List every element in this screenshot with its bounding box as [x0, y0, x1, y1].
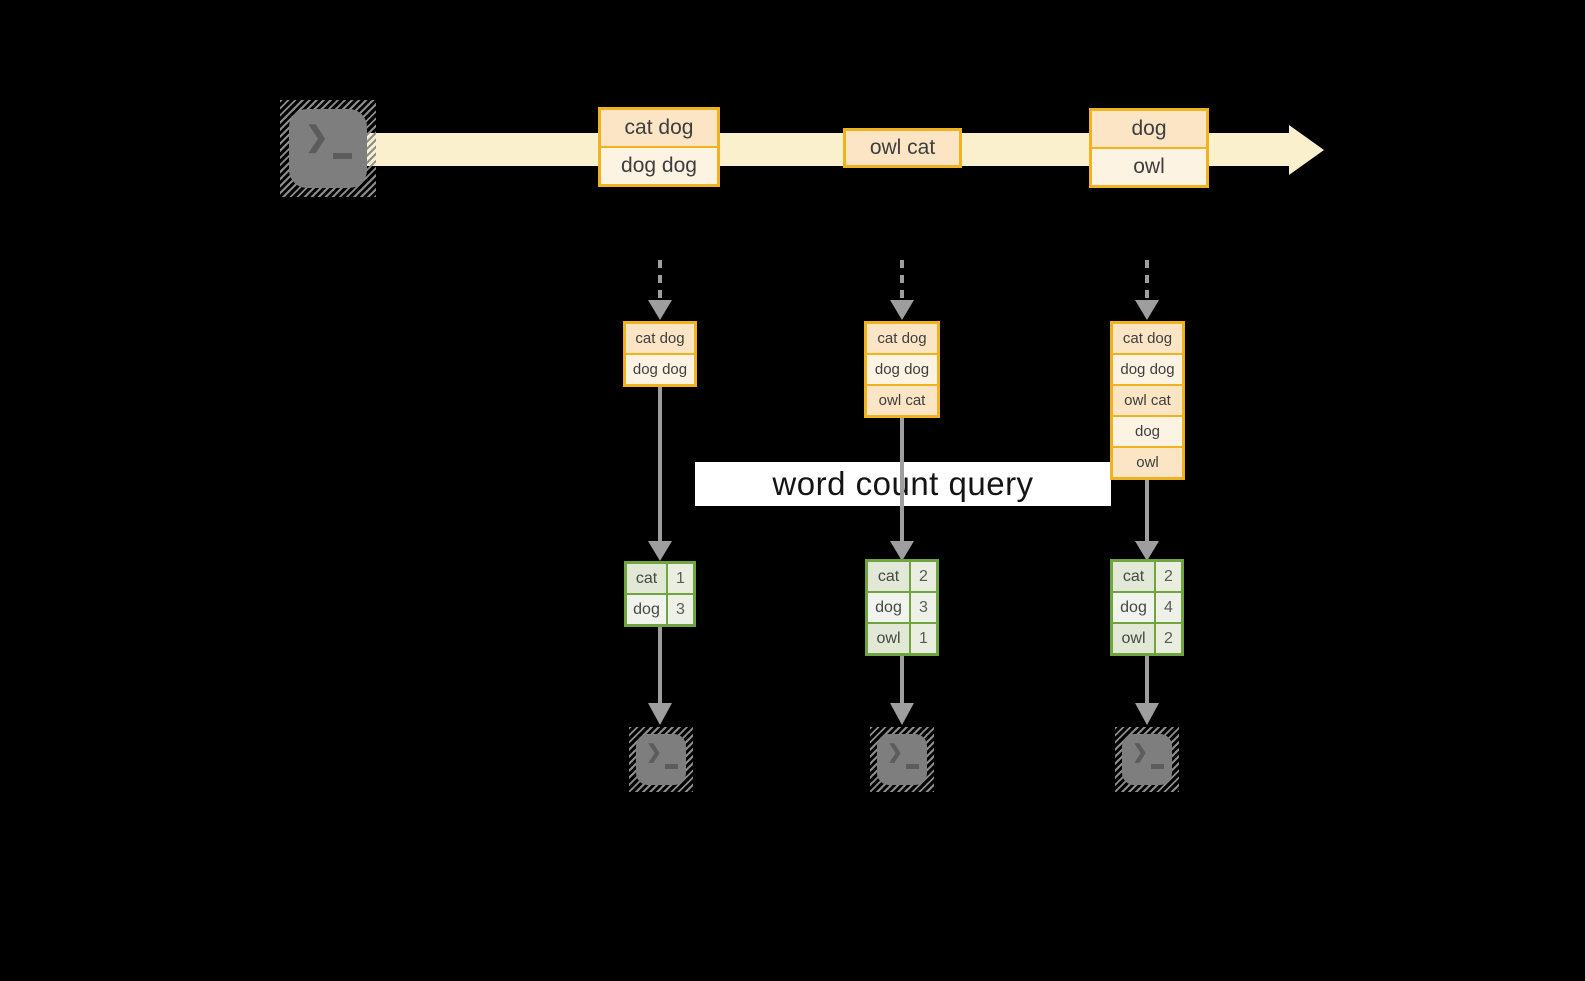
count-word: owl	[868, 624, 909, 653]
state-record: owl	[1113, 448, 1182, 477]
arrowhead-icon	[648, 541, 672, 561]
count-word: dog	[627, 595, 666, 624]
dashed-arrow-shaft	[1145, 260, 1149, 302]
count-value: 1	[911, 624, 936, 653]
state-record: cat dog	[626, 324, 694, 353]
count-value: 1	[668, 564, 693, 593]
count-table-2: cat 2 dog 3 owl 1	[865, 559, 939, 656]
state-record: cat dog	[1113, 324, 1182, 353]
arrowhead-icon	[890, 703, 914, 725]
count-word: dog	[868, 593, 909, 622]
count-word: cat	[627, 564, 666, 593]
count-table-1: cat 1 dog 3	[624, 561, 696, 627]
prompt-chevron-icon: ❯	[305, 121, 329, 152]
state-record: dog dog	[867, 355, 937, 384]
arrow-shaft	[658, 386, 662, 543]
count-value: 2	[911, 562, 936, 591]
arrowhead-icon	[648, 703, 672, 725]
count-value: 4	[1156, 593, 1181, 622]
dashed-arrowhead-icon	[1135, 300, 1159, 320]
count-value: 2	[1156, 562, 1181, 591]
count-table-3: cat 2 dog 4 owl 2	[1110, 559, 1184, 656]
count-word: dog	[1113, 593, 1154, 622]
arrow-shaft	[900, 417, 904, 543]
state-box-1: cat dog dog dog	[623, 321, 697, 387]
state-record: dog dog	[1113, 355, 1182, 384]
stream-batch-3: dog owl	[1089, 108, 1209, 188]
sink-terminal-icon: ❯	[870, 727, 934, 792]
state-record: dog dog	[626, 355, 694, 384]
dashed-arrowhead-icon	[648, 300, 672, 320]
sink-terminal-icon: ❯	[1115, 727, 1179, 792]
stream-record: owl cat	[846, 131, 959, 165]
state-record: owl cat	[1113, 386, 1182, 415]
terminal-body: ❯	[289, 109, 367, 188]
stream-record: cat dog	[601, 110, 717, 146]
prompt-underscore-icon	[333, 153, 352, 159]
count-word: owl	[1113, 624, 1154, 653]
prompt-chevron-icon: ❯	[1132, 742, 1148, 763]
count-value: 3	[911, 593, 936, 622]
sink-terminal-icon: ❯	[629, 727, 693, 792]
state-record: owl cat	[867, 386, 937, 415]
stream-record: dog dog	[601, 148, 717, 184]
prompt-chevron-icon: ❯	[646, 742, 662, 763]
terminal-body: ❯	[636, 734, 686, 785]
state-record: dog	[1113, 417, 1182, 446]
count-word: cat	[1113, 562, 1154, 591]
count-word: cat	[868, 562, 909, 591]
arrow-shaft	[900, 656, 904, 703]
state-box-3: cat dog dog dog owl cat dog owl	[1110, 321, 1185, 480]
arrow-shaft	[1145, 656, 1149, 703]
count-value: 3	[668, 595, 693, 624]
state-box-2: cat dog dog dog owl cat	[864, 321, 940, 418]
count-value: 2	[1156, 624, 1181, 653]
prompt-underscore-icon	[665, 764, 678, 769]
dashed-arrow-shaft	[900, 260, 904, 302]
arrowhead-icon	[1135, 541, 1159, 561]
stream-batch-2: owl cat	[843, 128, 962, 168]
state-record: cat dog	[867, 324, 937, 353]
arrow-shaft	[1145, 479, 1149, 543]
arrow-shaft	[658, 627, 662, 703]
dashed-arrow-shaft	[658, 260, 662, 302]
source-terminal-icon: ❯	[280, 100, 376, 197]
stream-record: dog	[1092, 111, 1206, 147]
stream-arrowhead-icon	[1289, 125, 1324, 175]
arrowhead-icon	[1135, 703, 1159, 725]
dashed-arrowhead-icon	[890, 300, 914, 320]
stream-batch-1: cat dog dog dog	[598, 107, 720, 187]
prompt-underscore-icon	[1151, 764, 1164, 769]
terminal-body: ❯	[877, 734, 927, 785]
stream-record: owl	[1092, 149, 1206, 185]
prompt-chevron-icon: ❯	[887, 742, 903, 763]
arrowhead-icon	[890, 541, 914, 561]
terminal-body: ❯	[1122, 734, 1172, 785]
prompt-underscore-icon	[906, 764, 919, 769]
